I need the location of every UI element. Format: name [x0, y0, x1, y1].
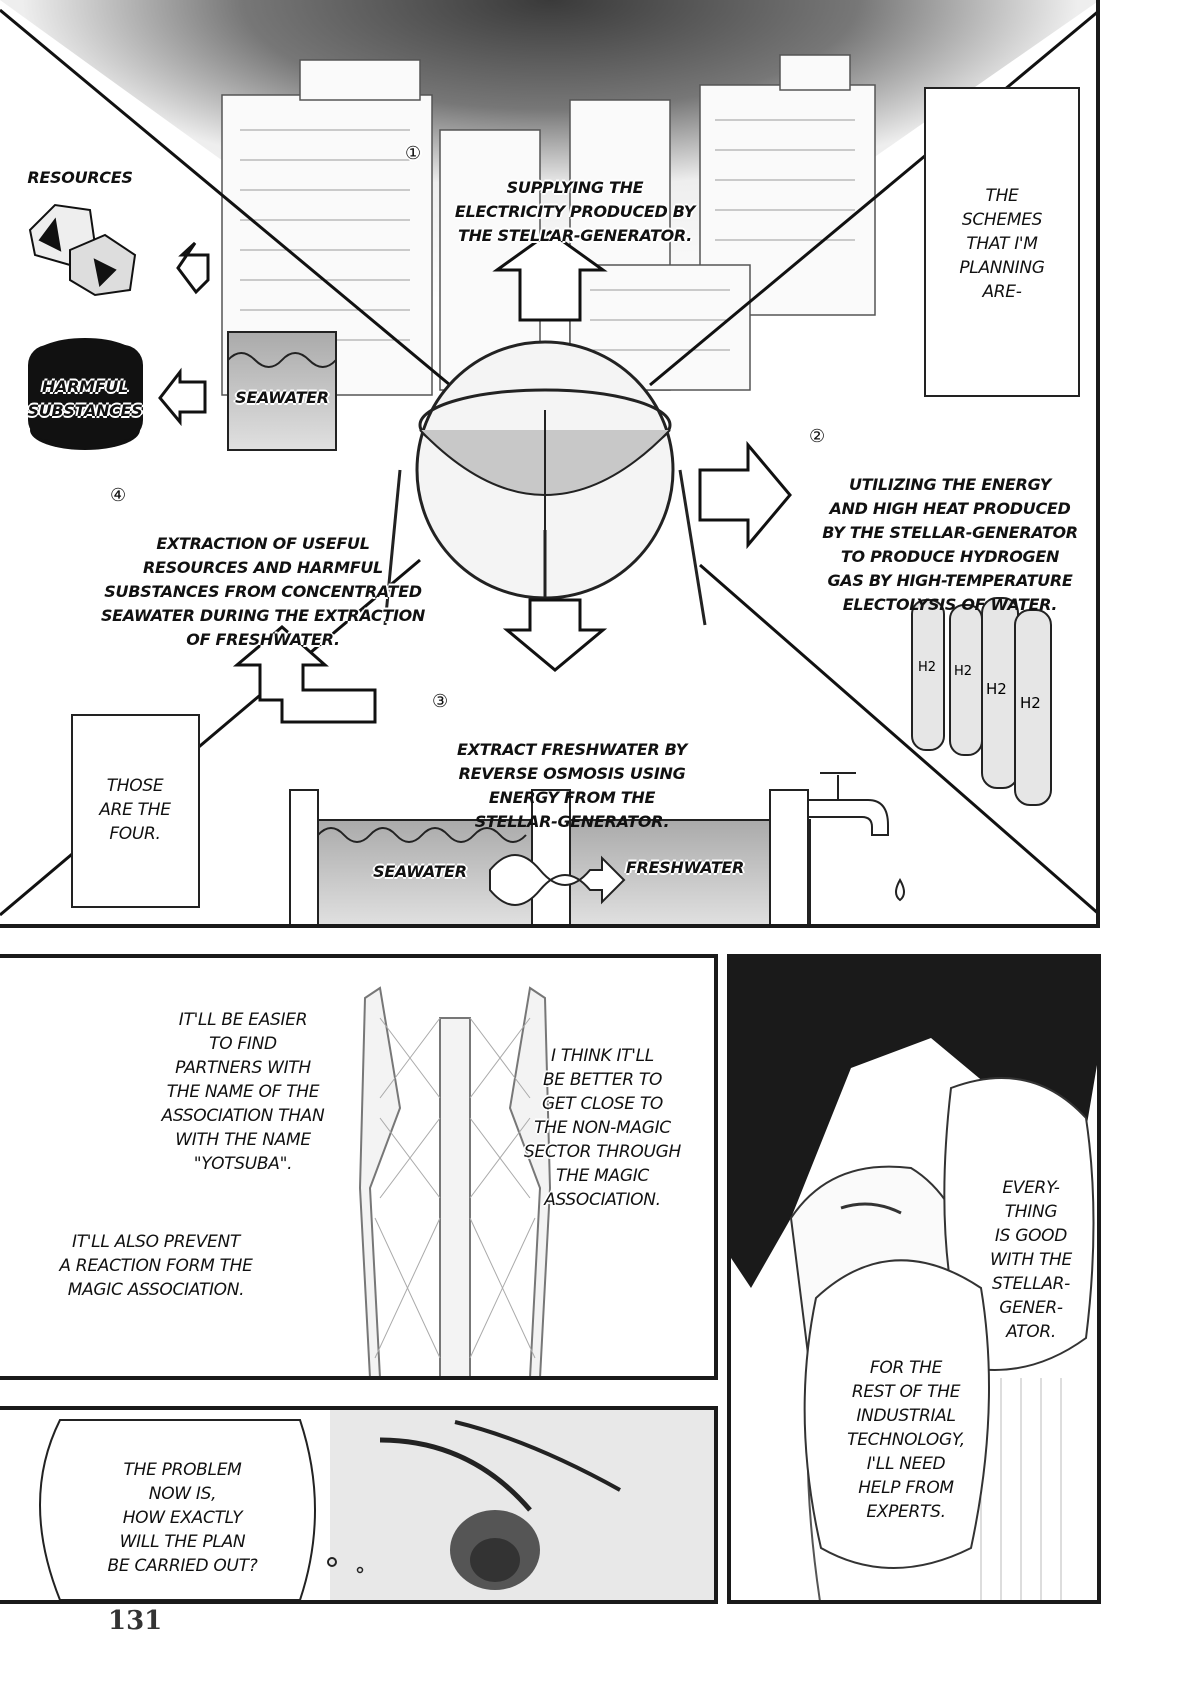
narration-box-bottom — [71, 714, 200, 908]
faucet-icon — [807, 772, 905, 902]
step-1-text: ① SUPPLYING THE ELECTRICITY PRODUCED BY … — [405, 143, 696, 245]
arrow-up — [492, 230, 608, 322]
diagonal-dividers — [0, 8, 1096, 917]
narration-box-top — [924, 87, 1080, 397]
h2-label: H2 — [1020, 694, 1041, 712]
step-1-number: ① — [405, 143, 421, 164]
speech-bubble — [803, 1259, 990, 1569]
diagram-panel: ① SUPPLYING THE ELECTRICITY PRODUCED BY … — [0, 0, 1100, 928]
tower-panel: IT'LL BE EASIER TO FIND PARTNERS WITH TH… — [0, 954, 718, 1380]
narration-top: THE SCHEMES THAT I'M PLANNING ARE- — [959, 186, 1045, 302]
narration-get-close: I THINK IT'LL BE BETTER TO GET CLOSE TO … — [524, 1046, 681, 1210]
speech-bubble-problem: THE PROBLEM NOW IS, HOW EXACTLY WILL THE… — [107, 1460, 258, 1576]
wavy-arrow — [489, 854, 626, 906]
osmosis-tank — [289, 789, 811, 924]
freshwater-label: FRESHWATER — [625, 858, 745, 877]
seawater-bottom-label: SEAWATER — [373, 862, 467, 881]
arrow-up-bend — [232, 625, 377, 724]
narration-prevent-reaction: IT'LL ALSO PREVENT A REACTION FORM THE M… — [59, 1232, 253, 1300]
arrow-to-resources — [176, 241, 210, 295]
tower-artwork — [358, 986, 552, 1376]
hydrogen-cylinders — [911, 597, 1052, 806]
step-4-number: ④ — [110, 485, 126, 506]
narration-bottom: THOSE ARE THE FOUR. — [99, 776, 171, 844]
character-panel: EVERY- THING IS GOOD WITH THE STELLAR- G… — [727, 954, 1101, 1604]
h2-label: H2 — [954, 664, 973, 679]
harmful-skull — [28, 338, 143, 450]
step-3-number: ③ — [432, 691, 448, 712]
step-3-text: ③ EXTRACT FRESHWATER BY REVERSE OSMOSIS … — [432, 691, 687, 831]
h2-label: H2 — [986, 680, 1007, 698]
seawater-tank-label: SEAWATER — [235, 388, 329, 407]
eye-artwork — [39, 1410, 714, 1600]
step-2-text: ② UTILIZING THE ENERGY AND HIGH HEAT PRO… — [809, 426, 1078, 614]
arrow-right — [698, 440, 792, 550]
step-4-text: ④ EXTRACTION OF USEFUL RESOURCES AND HAR… — [100, 485, 426, 649]
resources-label: RESOURCES — [27, 168, 133, 187]
arrow-to-harmful — [158, 367, 207, 427]
stellar-generator — [383, 340, 707, 640]
character-artwork — [731, 958, 1097, 1600]
seawater-tank — [227, 331, 337, 451]
step-2-number: ② — [809, 426, 825, 447]
eye-panel: THE PROBLEM NOW IS, HOW EXACTLY WILL THE… — [0, 1406, 718, 1604]
narration-easier-partners: IT'LL BE EASIER TO FIND PARTNERS WITH TH… — [161, 1010, 325, 1174]
speech-bubble-everything-good: EVERY- THING IS GOOD WITH THE STELLAR- G… — [990, 1178, 1072, 1342]
speech-bubble — [39, 1419, 316, 1600]
harmful-substances-label: HARMFUL SUBSTANCES — [27, 377, 143, 420]
diagram-artwork — [0, 0, 1096, 924]
h2-label: H2 — [918, 660, 937, 675]
page-number: 131 — [108, 1606, 163, 1636]
arrows — [158, 230, 792, 724]
resources-rocks — [28, 203, 137, 297]
arrow-down — [502, 598, 608, 672]
speech-bubble-need-experts: FOR THE REST OF THE INDUSTRIAL TECHNOLOG… — [847, 1358, 965, 1522]
